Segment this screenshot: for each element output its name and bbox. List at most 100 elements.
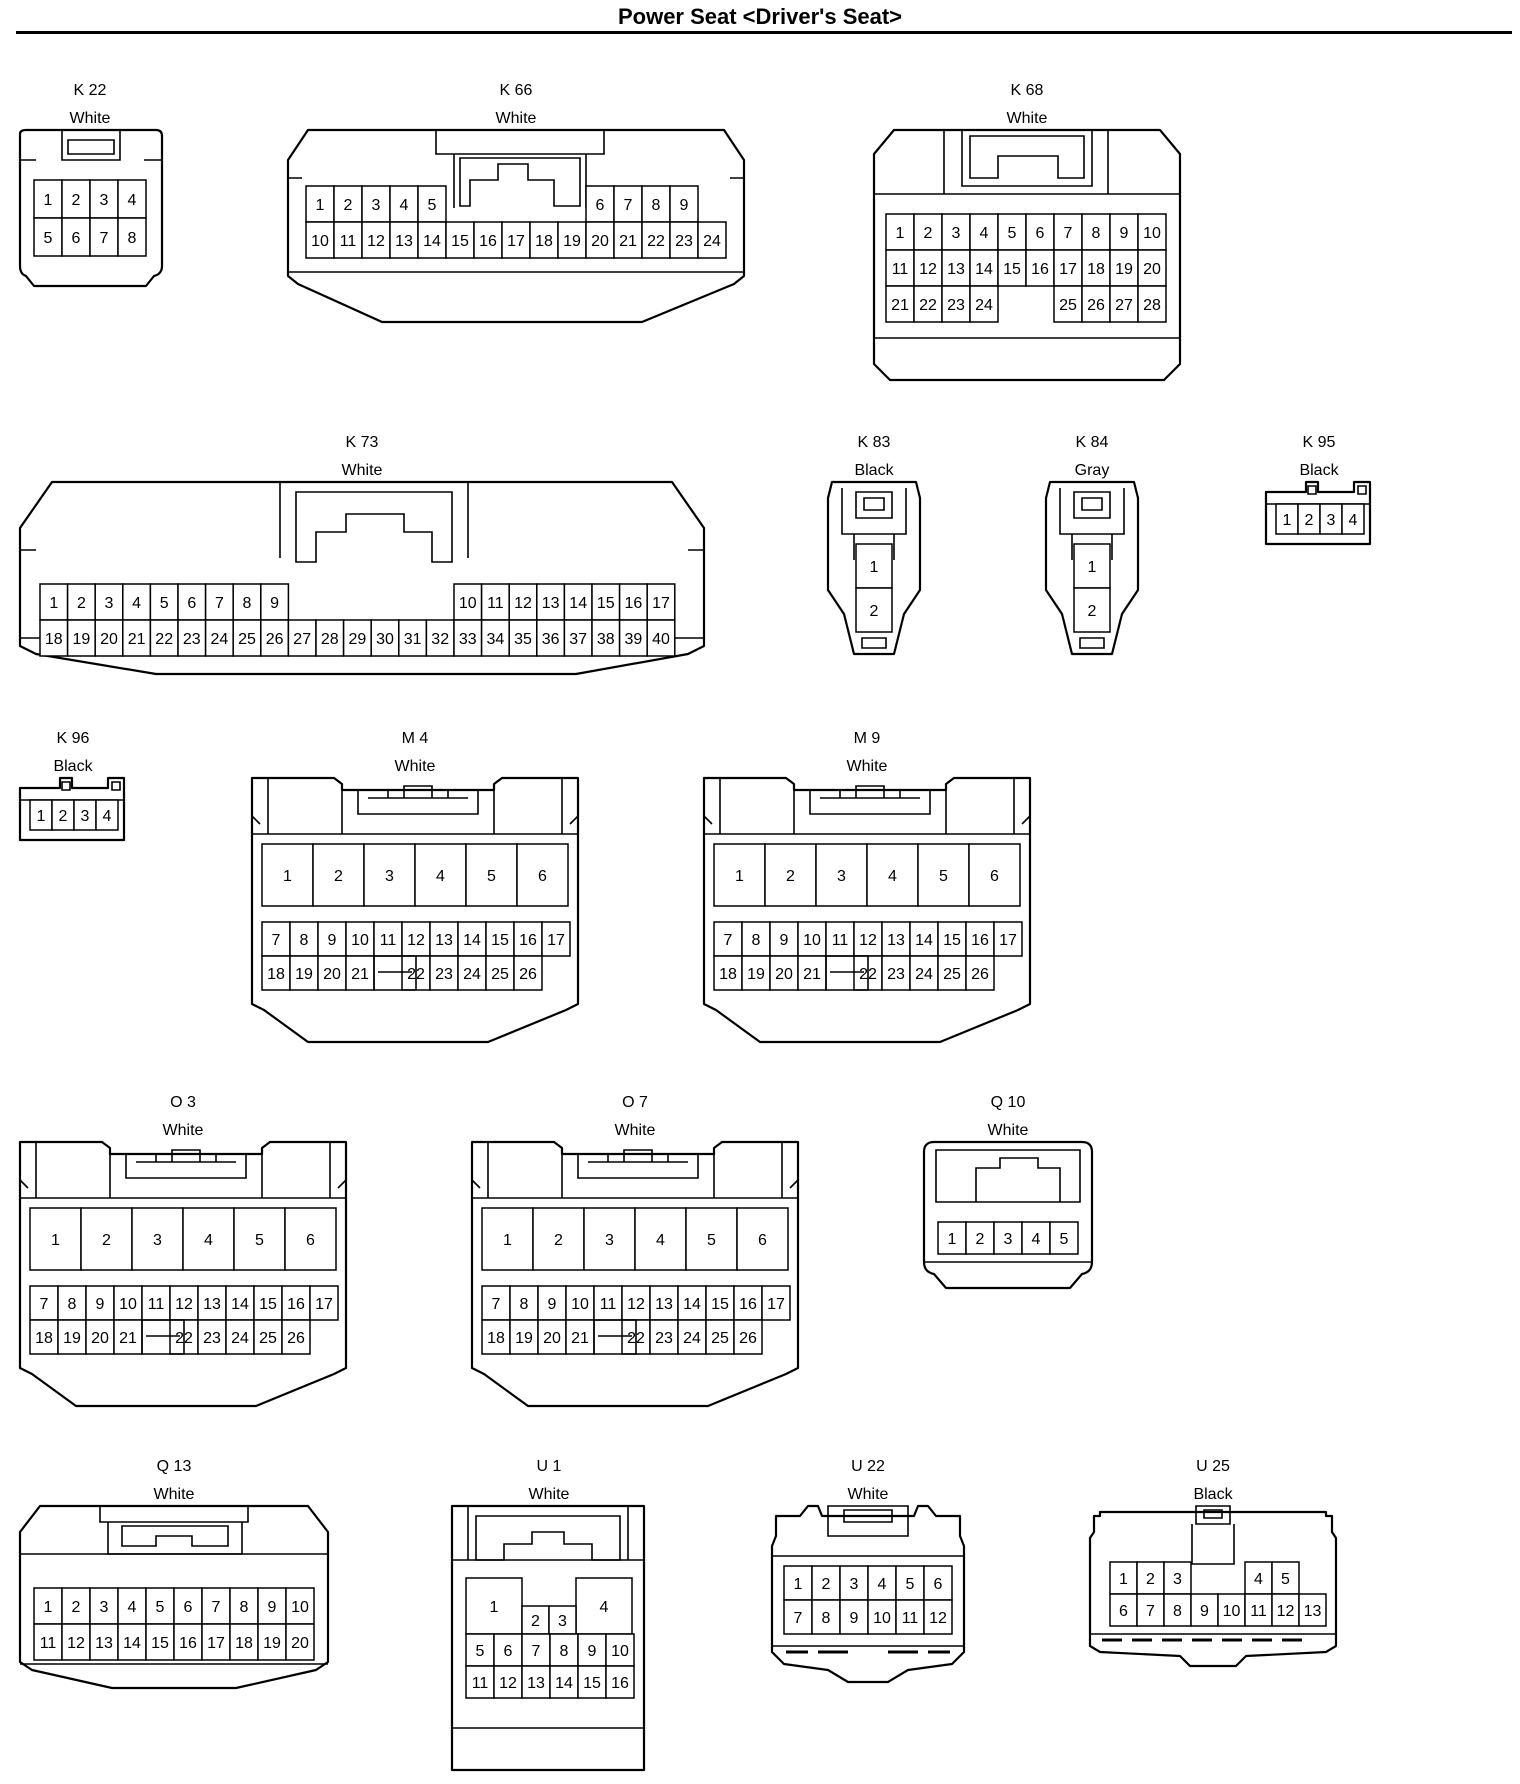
pin-number: 12 — [367, 233, 385, 250]
pin-cell — [993, 1221, 1023, 1255]
pin-cell — [414, 843, 467, 907]
pin-number: 8 — [752, 932, 761, 949]
housing-outline — [1044, 480, 1140, 656]
pin-number: 6 — [504, 1643, 513, 1660]
pin-number: 1 — [870, 559, 879, 576]
housing-detail — [855, 491, 893, 519]
pin-cell — [39, 619, 69, 657]
pin-cell — [764, 843, 817, 907]
pin-number: 6 — [72, 230, 81, 247]
pin-number: 6 — [934, 1576, 943, 1593]
pin-number: 23 — [435, 966, 453, 983]
housing-detail — [471, 1179, 799, 1189]
pin-number: 18 — [719, 966, 737, 983]
pin-number: 7 — [40, 1296, 49, 1313]
pin-cell — [425, 619, 455, 657]
pin-number: 5 — [906, 1576, 915, 1593]
connector-color: Gray — [1074, 462, 1110, 479]
pin-number: 23 — [887, 966, 905, 983]
housing-detail — [19, 1179, 347, 1189]
pin-cell — [641, 221, 671, 259]
pin-number: 34 — [487, 631, 505, 648]
pin-number: 11 — [1250, 1603, 1267, 1620]
pin-cell — [465, 843, 518, 907]
pin-number: 24 — [463, 966, 481, 983]
pin-cell — [89, 217, 119, 257]
pin-cell — [493, 1633, 523, 1667]
pin-cell — [398, 619, 428, 657]
connector-id: K 96 — [56, 730, 90, 747]
pin-number: 8 — [520, 1296, 529, 1313]
housing-detail — [368, 785, 468, 799]
pin-number: 17 — [207, 1635, 225, 1652]
housing-detail — [593, 1319, 637, 1355]
pin-cell — [305, 185, 335, 223]
pin-number: 6 — [758, 1232, 767, 1249]
housing-detail — [435, 130, 605, 155]
pin-cell — [1298, 1593, 1327, 1627]
pin-number: 20 — [1143, 261, 1161, 278]
pin-cell — [182, 1207, 235, 1271]
housing-detail — [1073, 491, 1111, 519]
pin-cell — [705, 1319, 735, 1355]
pin-cell — [29, 1285, 59, 1321]
pin-number: 16 — [519, 932, 537, 949]
pin-number: 2 — [976, 1231, 985, 1248]
pin-number: 11 — [148, 1296, 165, 1313]
connector-id: K 66 — [499, 82, 533, 99]
pin-number: 24 — [975, 297, 993, 314]
connector-color: White — [162, 1122, 204, 1139]
pin-number: 1 — [1088, 559, 1097, 576]
pin-number: 9 — [680, 197, 689, 214]
pin-number: 21 — [891, 297, 909, 314]
pin-number: 9 — [1120, 225, 1129, 242]
pin-number: 1 — [37, 808, 46, 825]
housing-detail — [1191, 1524, 1235, 1565]
pin-number: 22 — [155, 631, 173, 648]
pin-cell — [253, 1285, 283, 1321]
pin-number: 1 — [44, 1599, 53, 1616]
pin-cell — [309, 1285, 339, 1321]
pin-number: 8 — [243, 595, 252, 612]
pin-number: 17 — [547, 932, 565, 949]
pin-number: 25 — [711, 1330, 729, 1347]
pin-number: 1 — [51, 1232, 60, 1249]
pin-number: 4 — [980, 225, 989, 242]
title-rule — [16, 31, 1512, 34]
housing-detail — [577, 1154, 699, 1179]
pin-number: 3 — [1173, 1571, 1182, 1588]
pin-number: 1 — [44, 192, 53, 209]
pin-number: 8 — [652, 197, 661, 214]
pin-cell — [485, 921, 515, 957]
pin-cell — [736, 1207, 789, 1271]
pin-number: 3 — [952, 225, 961, 242]
pin-number: 21 — [128, 631, 146, 648]
pin-number: 4 — [600, 1599, 609, 1616]
pin-number: 1 — [316, 197, 325, 214]
pin-cell — [797, 955, 827, 991]
pin-cell — [913, 249, 943, 287]
pin-number: 18 — [1087, 261, 1105, 278]
pin-number: 4 — [132, 595, 141, 612]
pin-number: 40 — [652, 631, 670, 648]
pin-cell — [705, 1285, 735, 1321]
pin-cell — [646, 619, 676, 657]
pin-number: 7 — [1064, 225, 1073, 242]
pin-number: 12 — [67, 1635, 85, 1652]
pin-cell — [481, 1319, 511, 1355]
pin-number: 2 — [531, 1613, 540, 1630]
pin-number: 10 — [351, 932, 369, 949]
pin-cell — [537, 1319, 567, 1355]
pin-cell — [169, 1285, 199, 1321]
pin-number: 13 — [527, 1675, 545, 1692]
pin-number: 20 — [775, 966, 793, 983]
pin-number: 16 — [739, 1296, 757, 1313]
pin-cell — [453, 583, 483, 621]
pin-cell — [345, 955, 375, 991]
pin-number: 14 — [555, 1675, 573, 1692]
